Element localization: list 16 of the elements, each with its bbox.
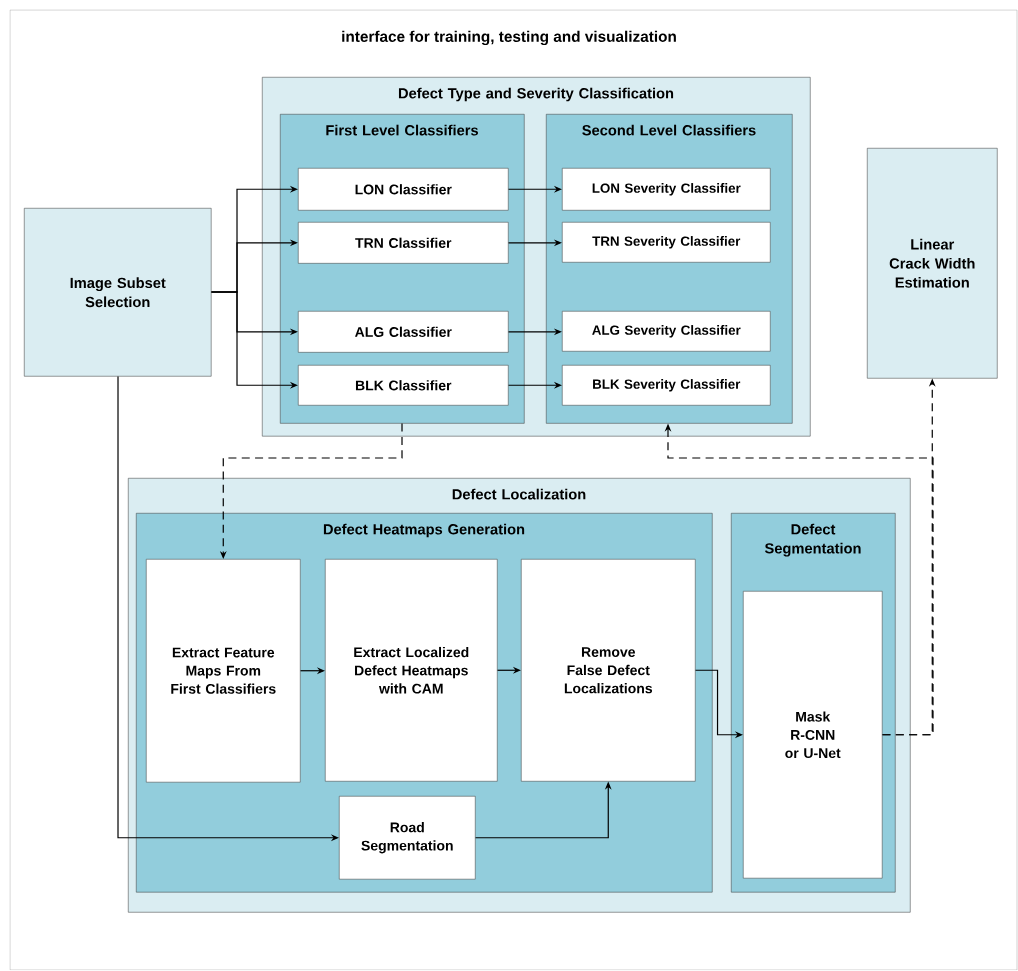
process-box: ALG Classifier <box>298 311 509 353</box>
process-box: Mask R-CNN or U-Net <box>743 591 883 879</box>
process-box: Linear Crack Width Estimation <box>867 148 998 379</box>
process-box: Road Segmentation <box>339 796 476 880</box>
process-box: Image Subset Selection <box>24 208 212 377</box>
process-box: Extract Localized Defect Heatmaps with CAM <box>325 559 498 782</box>
process-box: Remove False Defect Localizations <box>521 559 696 782</box>
process-box: BLK Severity Classifier <box>562 365 771 406</box>
title: interface for training, testing and visualization <box>342 30 676 46</box>
process-box: LON Severity Classifier <box>562 168 771 211</box>
process-box: BLK Classifier <box>298 365 509 406</box>
process-box: ALG Severity Classifier <box>562 311 771 352</box>
process-box: Extract Feature Maps From First Classifiers <box>146 559 301 783</box>
process-box: LON Classifier <box>298 168 509 211</box>
process-box: TRN Severity Classifier <box>562 222 771 263</box>
process-box: TRN Classifier <box>298 222 509 264</box>
